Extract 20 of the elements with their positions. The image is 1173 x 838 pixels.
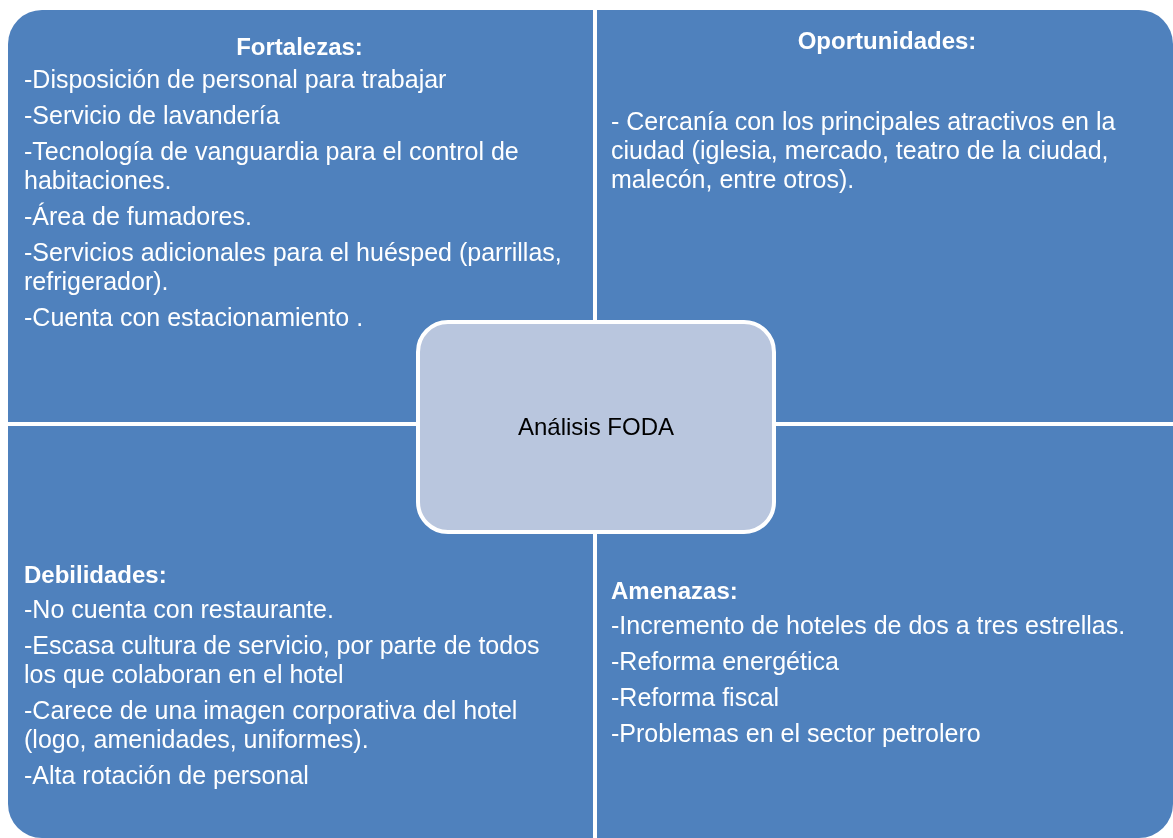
list-item: -No cuenta con restaurante. [24,595,335,624]
quadrant-heading: Amenazas: [611,576,739,605]
list-item: -Problemas en el sector petrolero [611,719,982,748]
quadrant-heading: Debilidades: [24,560,168,589]
list-item: -Disposición de personal para trabajar [24,65,448,94]
list-item: -Área de fumadores. [24,202,253,231]
list-item: -Tecnología de vanguardia para el control de habitaciones. [24,137,520,195]
list-item: -Cuenta con estacionamiento . [24,303,365,332]
list-item: - Cercanía con los principales atractivos en la ciudad (iglesia, mercado, teatro de la ciudad, malecón, entre otros). [611,107,1117,194]
list-item: -Carece de una imagen corporativa del hotel (logo, amenidades, uniformes). [24,696,519,754]
list-item: -Incremento de hoteles de dos a tres estrellas. [611,611,1127,640]
quadrant-heading: Oportunidades: [796,26,978,55]
list-item: -Reforma energética [611,647,840,676]
list-item: -Escasa cultura de servicio, por parte de todos los que colaboran en el hotel [24,631,541,689]
quadrant-heading: Fortalezas: [235,32,364,61]
list-item: -Servicios adicionales para el huésped (parrillas, refrigerador). [24,238,563,296]
list-item: -Alta rotación de personal [24,761,310,790]
center-box: Análisis FODA [416,320,776,534]
list-item: -Reforma fiscal [611,683,781,712]
list-item: -Servicio de lavandería [24,101,281,130]
